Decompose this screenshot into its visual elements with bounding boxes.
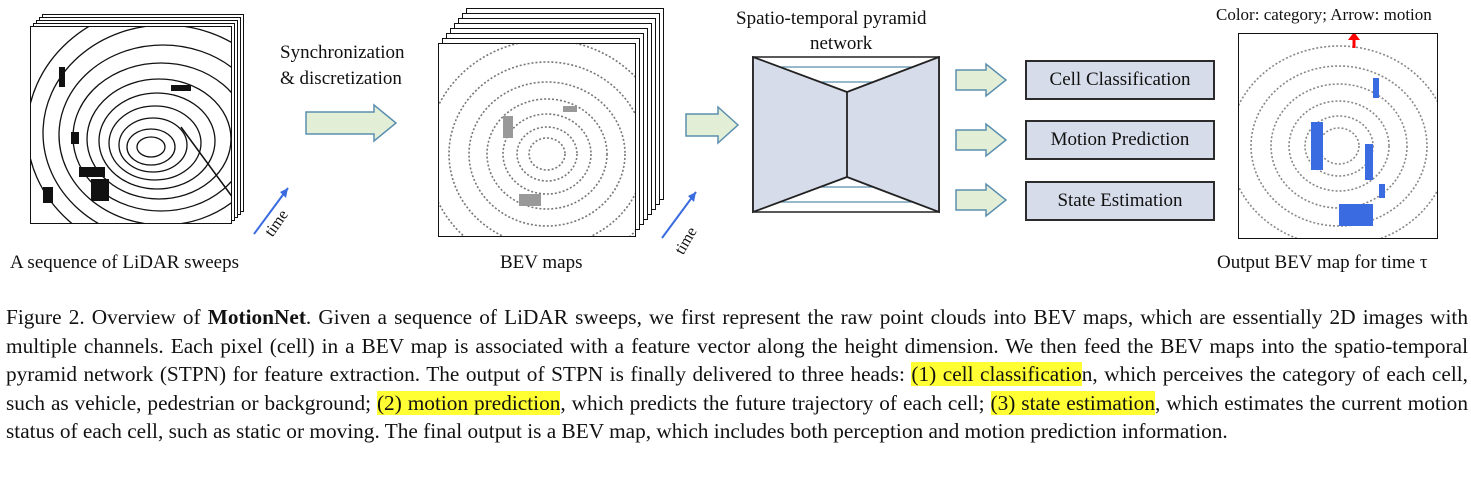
motion-prediction-head: Motion Prediction bbox=[1025, 120, 1215, 160]
caption-part1: . Given a sequence of LiDAR sweeps, we f… bbox=[6, 305, 1468, 386]
bev-map-stack: time bbox=[438, 8, 708, 258]
head-arrow-icon bbox=[955, 182, 1008, 218]
time-arrow bbox=[253, 187, 289, 235]
stpn-label-line2: network bbox=[810, 33, 873, 54]
lidar-frame-front bbox=[30, 26, 232, 224]
bev-to-stpn-arrow-icon bbox=[685, 105, 740, 145]
head-arrow-icon bbox=[955, 62, 1008, 98]
bev-point-grid bbox=[439, 44, 635, 236]
cell-classification-head: Cell Classification bbox=[1025, 60, 1215, 100]
lidar-sweep-stack: time bbox=[30, 14, 292, 246]
output-top-label: Color: category; Arrow: motion bbox=[1216, 5, 1432, 24]
sync-label-line2: & discretization bbox=[280, 68, 402, 89]
bev-label: BEV maps bbox=[500, 252, 583, 273]
stpn-label-line1: Spatio-temporal pyramid bbox=[736, 8, 927, 29]
output-point-grid bbox=[1239, 34, 1437, 238]
lidar-point-cloud bbox=[31, 27, 231, 223]
caption-highlight-cell-classification: (1) cell classificatio bbox=[911, 362, 1082, 386]
time-arrow bbox=[661, 191, 697, 239]
caption-highlight-motion-prediction: (2) motion prediction bbox=[376, 390, 561, 415]
sync-arrow-icon bbox=[305, 103, 398, 143]
caption-bold-name: MotionNet bbox=[207, 305, 306, 329]
caption-part2: n, which perceives the category of each … bbox=[6, 362, 1468, 415]
lidar-label: A sequence of LiDAR sweeps bbox=[10, 252, 240, 273]
motion-arrow-icon bbox=[1348, 34, 1360, 48]
sync-label-line1: Synchronization bbox=[280, 42, 405, 63]
caption-prefix: Figure 2. Overview of bbox=[6, 305, 208, 329]
caption-part3: , which predicts the future trajectory o… bbox=[560, 390, 991, 415]
caption-highlight-state-estimation: (3) state estimation bbox=[990, 390, 1155, 415]
output-bev-map bbox=[1238, 33, 1438, 239]
moving-object-points bbox=[1311, 78, 1385, 226]
state-estimation-head: State Estimation bbox=[1025, 181, 1215, 221]
bev-frame-front bbox=[438, 43, 636, 237]
head-arrow-icon bbox=[955, 122, 1008, 158]
output-bottom-label: Output BEV map for time τ bbox=[1217, 252, 1428, 273]
caption-part4: , which estimates the current motion sta… bbox=[6, 390, 1468, 444]
figure-caption: Figure 2. Overview of MotionNet. Given a… bbox=[6, 303, 1468, 446]
stpn-network-diagram bbox=[752, 56, 940, 214]
